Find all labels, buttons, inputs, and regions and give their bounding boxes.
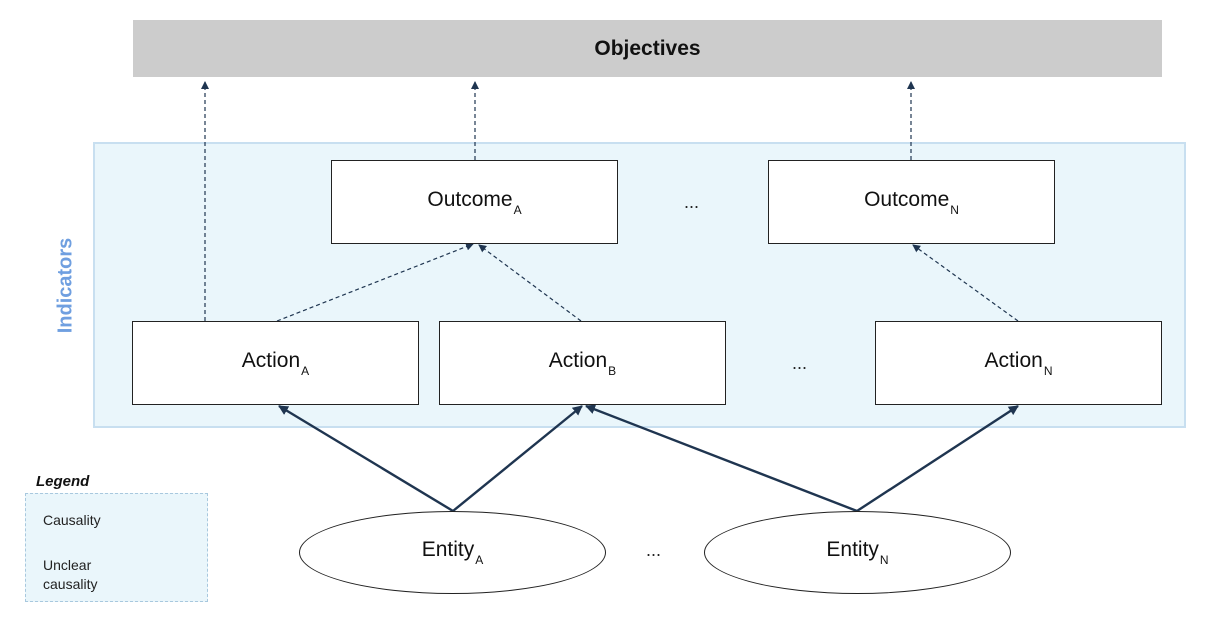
entity-a-ellipse: EntityA xyxy=(299,511,606,594)
edge-actionA-outcomeA xyxy=(276,242,474,322)
objectives-label: Objectives xyxy=(594,36,701,60)
outcome-n-box: OutcomeN xyxy=(768,160,1055,244)
objectives-banner: Objectives xyxy=(133,20,1162,77)
action-n-box: ActionN xyxy=(875,321,1162,405)
legend-unclear-line1: Unclear xyxy=(43,557,92,573)
legend-box xyxy=(25,493,208,602)
edge-entityA-actionB xyxy=(452,405,583,512)
edge-entityN-actionB xyxy=(585,404,858,513)
outcome-ellipsis: ... xyxy=(684,192,700,212)
edge-actionN-outcomeN xyxy=(912,244,1019,322)
action-ellipsis: ... xyxy=(792,353,808,373)
entity-ellipsis: ... xyxy=(646,540,662,560)
legend-unclear-label: Unclear causality xyxy=(43,556,97,594)
action-a-label: ActionA xyxy=(241,348,310,378)
action-n-label: ActionN xyxy=(984,348,1053,378)
outcome-n-label: OutcomeN xyxy=(864,187,959,217)
outcome-a-label: OutcomeA xyxy=(427,187,522,217)
legend-title: Legend xyxy=(36,473,90,490)
edge-entityN-actionN xyxy=(856,404,1019,513)
edge-entityA-actionA xyxy=(278,404,454,513)
action-b-box: ActionB xyxy=(439,321,726,405)
legend-unclear-line2: causality xyxy=(43,576,98,592)
action-b-label: ActionB xyxy=(548,348,617,378)
entity-n-label: EntityN xyxy=(826,538,889,567)
entity-n-ellipse: EntityN xyxy=(704,511,1011,594)
outcome-a-box: OutcomeA xyxy=(331,160,618,244)
edge-actionB-outcomeA xyxy=(478,244,582,322)
action-a-box: ActionA xyxy=(132,321,419,405)
entity-a-label: EntityA xyxy=(421,538,484,567)
legend-causality-label: Causality xyxy=(43,512,101,528)
